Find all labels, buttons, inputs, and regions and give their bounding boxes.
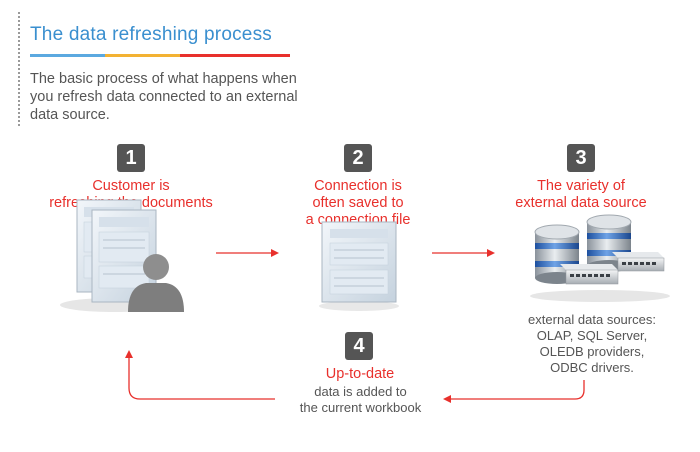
step-3-line-2: external data source [515, 195, 647, 211]
database-servers-icon [530, 214, 670, 302]
step-3-badge: 3 [567, 144, 595, 172]
title-underline-red [180, 54, 290, 57]
step-3-label: The variety of external data source [490, 178, 672, 212]
dotted-rule [18, 12, 20, 126]
step-2-badge: 2 [344, 144, 372, 172]
step-4-title: Up-to-date [325, 366, 395, 382]
page-subtitle: The basic process of what happens when y… [30, 71, 298, 123]
step-2-line-1: Connection is [314, 178, 402, 194]
arrow-3-to-4 [443, 380, 585, 403]
sources-line-1: external data sources: [528, 312, 656, 327]
step-4-description: data is added to the current workbook [268, 384, 453, 416]
sources-line-3: OLEDB providers, [539, 344, 645, 359]
documents-user-icon [60, 199, 184, 312]
step-4-line-3: the current workbook [299, 400, 422, 415]
sources-line-2: OLAP, SQL Server, [536, 328, 648, 343]
connection-file-icon [319, 221, 399, 311]
title-underline-blue [30, 54, 105, 57]
step-4-line-2: data is added to [314, 384, 407, 399]
title-underline-yellow [105, 54, 180, 57]
step-2-line-2: often saved to [312, 195, 404, 211]
sources-list: external data sources: OLAP, SQL Server,… [502, 312, 682, 376]
step-1-line-1: Customer is [92, 178, 170, 194]
sources-line-4: ODBC drivers. [550, 360, 634, 375]
step-1-badge: 1 [117, 144, 145, 172]
page-title: The data refreshing process [30, 24, 272, 45]
step-3-line-1: The variety of [537, 178, 625, 194]
arrow-4-to-1 [125, 350, 275, 400]
step-4-badge: 4 [345, 332, 373, 360]
